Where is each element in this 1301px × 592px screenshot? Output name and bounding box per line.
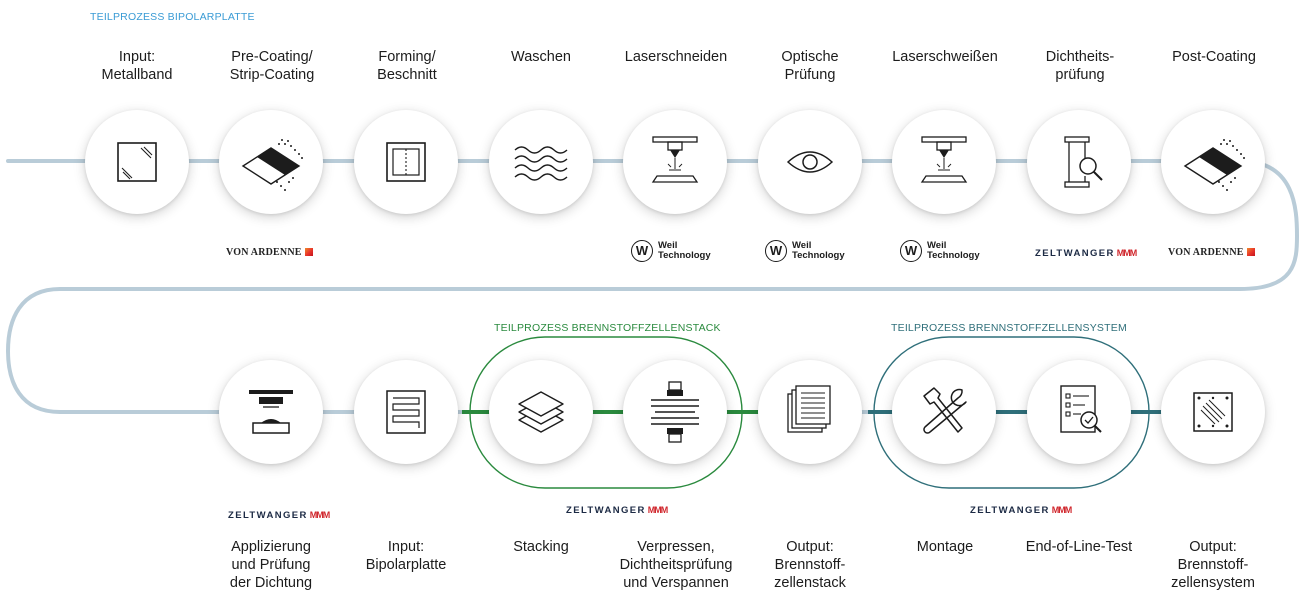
logo-von-ardenne: VON ARDENNE <box>226 247 313 258</box>
step-circle-waschen <box>489 110 593 214</box>
step-label-input-metallband: Input: Metallband <box>101 49 173 83</box>
step-circle-montage <box>892 360 996 464</box>
step-circle-end-of-line-test <box>1027 360 1131 464</box>
logo-text: VON ARDENNE <box>226 247 302 258</box>
section-title-system: TEILPROZESS BRENNSTOFFZELLENSYSTEM <box>891 322 1127 334</box>
step-label-laserschneiden: Laserschneiden <box>624 49 728 65</box>
logo-weil-technology: W Weil Technology <box>631 240 741 264</box>
layers-icon <box>518 391 564 433</box>
logo-text: ZELTWANGER <box>1035 248 1115 259</box>
logo-text: ZELTWANGER <box>228 510 308 521</box>
eye-icon <box>786 151 834 173</box>
step-circle-forming <box>354 110 458 214</box>
step-label-input-bipolarplatte: Input: Bipolarplatte <box>365 539 447 573</box>
step-circle-laserschweissen <box>892 110 996 214</box>
step-label-stacking: Stacking <box>513 539 569 555</box>
logo-mark: MMM <box>309 510 330 520</box>
section-title-stack: TEILPROZESS BRENNSTOFFZELLENSTACK <box>494 322 721 334</box>
step-label-verpressen: Verpressen, Dichtheitsprüfung und Verspa… <box>619 539 733 591</box>
coating-icon <box>1183 139 1245 191</box>
logo-w-mark: W <box>631 240 653 262</box>
coating-icon <box>241 139 303 191</box>
logo-mark <box>1246 248 1255 256</box>
step-label-output-stack: Output: Brennstoff- zellenstack <box>774 539 846 591</box>
checklist-icon <box>1060 385 1102 433</box>
step-label-output-system: Output: Brennstoff- zellensystem <box>1171 539 1255 591</box>
tools-icon <box>923 387 967 434</box>
laser-icon <box>920 136 968 183</box>
step-label-pre-coating: Pre-Coating/ Strip-Coating <box>229 49 315 83</box>
logo-text: ZELTWANGER <box>970 505 1050 516</box>
logo-text: VON ARDENNE <box>1168 247 1244 258</box>
step-label-end-of-line-test: End-of-Line-Test <box>1025 539 1133 555</box>
step-label-montage: Montage <box>916 539 974 555</box>
step-circle-stacking <box>489 360 593 464</box>
logo-weil-technology: W Weil Technology <box>765 240 875 264</box>
logo-mark: MMM <box>647 505 668 515</box>
logo-weil-technology: W Weil Technology <box>900 240 1010 264</box>
logo-text: Weil Technology <box>927 240 980 261</box>
step-label-waschen: Waschen <box>511 49 571 65</box>
step-label-laserschweissen: Laserschweißen <box>892 49 998 65</box>
logo-von-ardenne: VON ARDENNE <box>1168 247 1255 258</box>
compress-icon <box>651 381 699 443</box>
waves-icon <box>514 146 568 181</box>
logo-mark: MMM <box>1116 248 1137 258</box>
step-circle-output-stack <box>758 360 862 464</box>
stack-sheets-icon <box>787 385 831 433</box>
step-circle-input-bipolarplatte <box>354 360 458 464</box>
step-circle-pre-coating <box>219 110 323 214</box>
step-circle-applizierung <box>219 360 323 464</box>
glass-pane-icon <box>117 142 157 182</box>
forming-icon <box>386 142 426 182</box>
step-label-dichtheitspruefung: Dichtheits- prüfung <box>1045 49 1115 83</box>
step-label-forming: Forming/ Beschnitt <box>377 49 437 83</box>
step-circle-post-coating <box>1161 110 1265 214</box>
step-label-applizierung: Applizierung und Prüfung der Dichtung <box>229 539 313 591</box>
step-circle-laserschneiden <box>623 110 727 214</box>
system-panel-icon <box>1193 392 1233 432</box>
section-title-bipolar: TEILPROZESS BIPOLARPLATTE <box>90 11 255 23</box>
step-circle-output-system <box>1161 360 1265 464</box>
logo-text: ZELTWANGER <box>566 505 646 516</box>
logo-text: Weil Technology <box>792 240 845 261</box>
logo-mark: MMM <box>1051 505 1072 515</box>
logo-w-mark: W <box>765 240 787 262</box>
step-circle-optische-pruefung <box>758 110 862 214</box>
press-icon <box>249 390 293 434</box>
laser-icon <box>651 136 699 183</box>
step-circle-dichtheitspruefung <box>1027 110 1131 214</box>
logo-text: Weil Technology <box>658 240 711 261</box>
logo-w-mark: W <box>900 240 922 262</box>
step-circle-verpressen <box>623 360 727 464</box>
step-label-optische-pruefung: Optische Prüfung <box>781 49 839 83</box>
bipolar-plate-icon <box>386 390 426 434</box>
step-circle-input-metallband <box>85 110 189 214</box>
step-label-post-coating: Post-Coating <box>1172 49 1256 65</box>
logo-mark <box>304 248 313 256</box>
leak-test-icon <box>1064 136 1103 188</box>
